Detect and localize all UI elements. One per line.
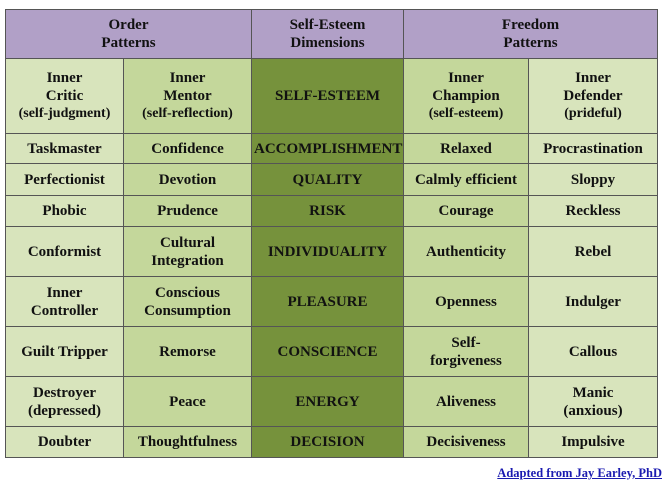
dimension-cell: ENERGY bbox=[251, 376, 404, 427]
defender-cell: Impulsive bbox=[527, 426, 659, 458]
table-row: Doubter Thoughtfulness DECISION Decisive… bbox=[5, 426, 659, 458]
defender-cell: Procrastination bbox=[527, 133, 659, 164]
table-row: Guilt Tripper Remorse CONSCIENCE Self- f… bbox=[5, 326, 659, 377]
mentor-cell: Confidence bbox=[123, 133, 252, 164]
mentor-cell: Remorse bbox=[123, 326, 252, 377]
dimension-cell: ACCOMPLISHMENT bbox=[251, 133, 404, 164]
champion-cell: Relaxed bbox=[403, 133, 529, 164]
attribution-link[interactable]: Adapted from Jay Earley, PhD bbox=[497, 466, 662, 480]
defender-cell: Callous bbox=[527, 326, 659, 377]
self-esteem-table: Order Patterns Self-Esteem Dimensions Fr… bbox=[5, 9, 659, 458]
critic-cell: Conformist bbox=[5, 226, 124, 277]
dimension-cell: INDIVIDUALITY bbox=[251, 226, 404, 277]
critic-cell: Taskmaster bbox=[5, 133, 124, 164]
critic-cell: Guilt Tripper bbox=[5, 326, 124, 377]
critic-cell: Destroyer (depressed) bbox=[5, 376, 124, 427]
champion-cell: Aliveness bbox=[403, 376, 529, 427]
mentor-cell: Peace bbox=[123, 376, 252, 427]
freedom-patterns-header: Freedom Patterns bbox=[402, 9, 659, 59]
table-row: Perfectionist Devotion QUALITY Calmly ef… bbox=[5, 163, 659, 196]
mentor-cell: Thoughtfulness bbox=[123, 426, 252, 458]
dimension-cell: PLEASURE bbox=[251, 276, 404, 327]
defender-cell: Manic (anxious) bbox=[527, 376, 659, 427]
table-row: Taskmaster Confidence ACCOMPLISHMENT Rel… bbox=[5, 133, 659, 164]
mentor-cell: Prudence bbox=[123, 195, 252, 227]
table-row: Destroyer (depressed) Peace ENERGY Alive… bbox=[5, 376, 659, 427]
critic-cell: Perfectionist bbox=[5, 163, 124, 196]
mentor-cell: Cultural Integration bbox=[123, 226, 252, 277]
critic-cell: Phobic bbox=[5, 195, 124, 227]
dimension-cell: DECISION bbox=[251, 426, 404, 458]
critic-cell: Doubter bbox=[5, 426, 124, 458]
champion-cell: Decisiveness bbox=[403, 426, 529, 458]
table-row: Inner Controller Conscious Consumption P… bbox=[5, 276, 659, 327]
champion-cell: Calmly efficient bbox=[403, 163, 529, 196]
champion-cell: Self- forgiveness bbox=[403, 326, 529, 377]
champion-cell: Openness bbox=[403, 276, 529, 327]
mentor-cell: Devotion bbox=[123, 163, 252, 196]
subheader-row: Inner Critic (self-judgment) Inner Mento… bbox=[5, 58, 659, 134]
defender-cell: Rebel bbox=[527, 226, 659, 277]
inner-mentor-header: Inner Mentor (self-reflection) bbox=[123, 58, 252, 134]
inner-critic-header: Inner Critic (self-judgment) bbox=[5, 58, 124, 134]
defender-cell: Indulger bbox=[527, 276, 659, 327]
table-row: Phobic Prudence RISK Courage Reckless bbox=[5, 195, 659, 227]
table-row: Conformist Cultural Integration INDIVIDU… bbox=[5, 226, 659, 277]
self-esteem-dimension-header: SELF-ESTEEM bbox=[251, 58, 404, 134]
defender-cell: Sloppy bbox=[527, 163, 659, 196]
defender-cell: Reckless bbox=[527, 195, 659, 227]
inner-champion-header: Inner Champion (self-esteem) bbox=[403, 58, 529, 134]
header-row: Order Patterns Self-Esteem Dimensions Fr… bbox=[5, 9, 659, 59]
critic-cell: Inner Controller bbox=[5, 276, 124, 327]
champion-cell: Authenticity bbox=[403, 226, 529, 277]
self-esteem-dimensions-header: Self-Esteem Dimensions bbox=[251, 9, 404, 59]
dimension-cell: QUALITY bbox=[251, 163, 404, 196]
mentor-cell: Conscious Consumption bbox=[123, 276, 252, 327]
dimension-cell: RISK bbox=[251, 195, 404, 227]
order-patterns-header: Order Patterns bbox=[5, 9, 252, 59]
inner-defender-header: Inner Defender (prideful) bbox=[527, 58, 659, 134]
champion-cell: Courage bbox=[403, 195, 529, 227]
dimension-cell: CONSCIENCE bbox=[251, 326, 404, 377]
